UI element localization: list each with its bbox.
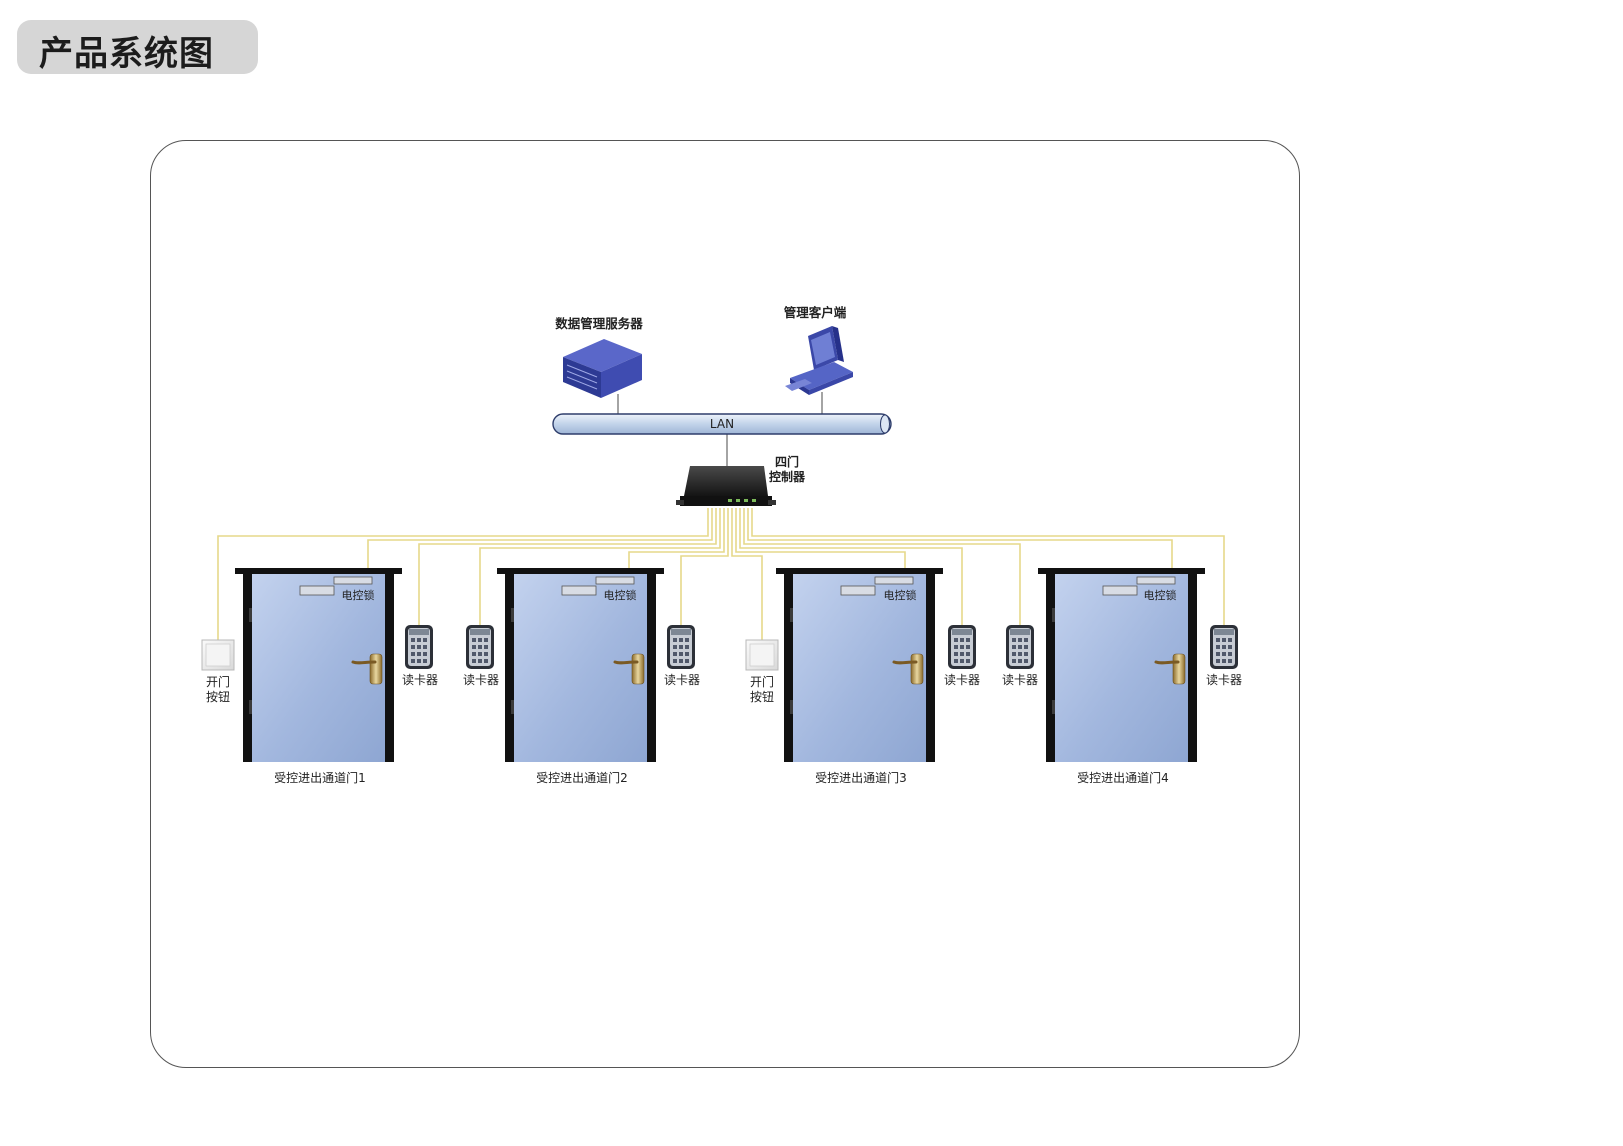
- card-reader-icon: [405, 625, 433, 669]
- wiring: [217, 508, 1225, 640]
- lock-label-4: 电控锁: [1144, 588, 1177, 602]
- electric-lock-icon: [840, 576, 914, 596]
- page-title: 产品系统图: [39, 34, 214, 74]
- door-handle-icon: [613, 653, 645, 685]
- card-reader-icon: [466, 625, 494, 669]
- door-3: [776, 568, 943, 762]
- client-label: 管理客户端: [784, 305, 847, 320]
- lock-label-3: 电控锁: [884, 588, 917, 602]
- door-caption-4: 受控进出通道门4: [1077, 770, 1169, 785]
- server-icon: [563, 339, 642, 398]
- diagram-frame: [150, 140, 1300, 1068]
- electric-lock-icon: [561, 576, 635, 596]
- door-4: [1038, 568, 1205, 762]
- lock-label-1: 电控锁: [342, 588, 375, 602]
- door-handle-icon: [892, 653, 924, 685]
- reader-label-4: 读卡器: [944, 673, 980, 687]
- reader-label-6: 读卡器: [1206, 673, 1242, 687]
- door-1: [235, 568, 402, 762]
- card-reader-icon: [1006, 625, 1034, 669]
- door-handle-icon: [351, 653, 383, 685]
- controller-label-line1: 四门: [775, 454, 799, 469]
- exit-button-label-2a: 开门: [750, 674, 774, 689]
- door-2: [497, 568, 664, 762]
- lan-label: LAN: [710, 417, 734, 431]
- door-caption-2: 受控进出通道门2: [536, 770, 628, 785]
- exit-button-label-2b: 按钮: [750, 689, 774, 704]
- page-title-badge: 产品系统图: [17, 20, 258, 74]
- controller-label-line2: 控制器: [769, 469, 806, 484]
- electric-lock-icon: [299, 576, 373, 596]
- door-caption-3: 受控进出通道门3: [815, 770, 907, 785]
- lock-label-2: 电控锁: [604, 588, 637, 602]
- exit-button-label-1a: 开门: [206, 674, 230, 689]
- exit-button-label-1b: 按钮: [206, 689, 230, 704]
- card-reader-icon: [667, 625, 695, 669]
- card-reader-icon: [948, 625, 976, 669]
- door-caption-1: 受控进出通道门1: [274, 770, 366, 785]
- reader-label-1: 读卡器: [402, 673, 438, 687]
- exit-button-icon: [201, 639, 235, 671]
- controller-icon: [676, 466, 776, 506]
- card-reader-icon: [1210, 625, 1238, 669]
- door-handle-icon: [1154, 653, 1186, 685]
- reader-label-3: 读卡器: [664, 673, 700, 687]
- client-pc-icon: [785, 326, 853, 395]
- lan-bus: [552, 413, 892, 435]
- reader-label-2: 读卡器: [463, 673, 499, 687]
- server-label: 数据管理服务器: [554, 316, 643, 331]
- exit-button-icon: [745, 639, 779, 671]
- network-lines: [617, 392, 823, 468]
- electric-lock-icon: [1102, 576, 1176, 596]
- reader-label-5: 读卡器: [1002, 673, 1038, 687]
